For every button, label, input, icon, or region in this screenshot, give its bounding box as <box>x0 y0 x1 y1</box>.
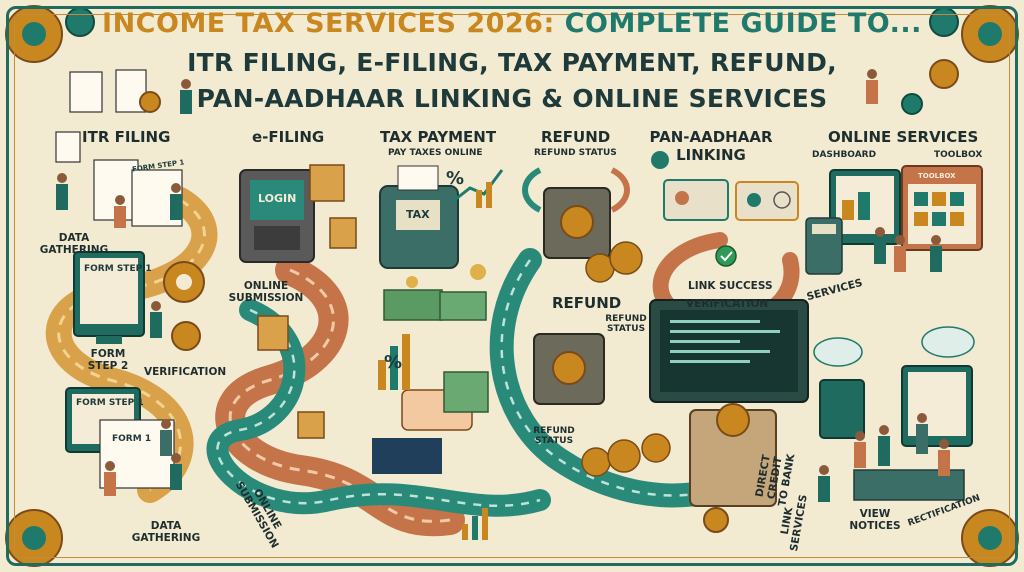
money-bags-low <box>581 433 671 477</box>
screen-toolbox: TOOLBOX <box>918 172 956 180</box>
label-link-success: LINK SUCCESS <box>688 280 773 292</box>
section-tax-payment: TAX PAYMENT <box>380 128 497 146</box>
section-itr-filing: ITR FILING <box>82 128 171 146</box>
screen-tax: TAX <box>406 208 430 221</box>
label-refund-status-mid-line-1: REFUND <box>605 314 647 324</box>
pan-card <box>663 179 729 221</box>
monitor-form-step-1-mid <box>73 251 145 344</box>
growth-chart-left <box>378 334 488 540</box>
section-pan-aadhaar-line-2: LINKING <box>676 146 746 164</box>
label-refund-status-mid-line-2: STATUS <box>606 324 646 334</box>
page-title-line-2: ITR FILING, E-FILING, TAX PAYMENT, REFUN… <box>187 48 837 77</box>
label-data-gathering-bottom: DATA GATHERING <box>126 520 206 544</box>
refund-vault-mid <box>533 333 605 405</box>
people-figures <box>56 69 950 502</box>
label-refund-status-low-line-1: REFUND <box>533 426 575 436</box>
label-verification-right: VERIFICATION <box>686 298 769 310</box>
code-monitor <box>649 299 809 403</box>
screen-form-step-1-mid: FORM STEP 1 <box>84 264 152 274</box>
title-gold: INCOME TAX SERVICES 2026: <box>102 8 555 39</box>
label-data-gathering-bottom-line-1: DATA <box>150 520 182 532</box>
check-icon <box>715 245 737 267</box>
inner-frame <box>14 14 1010 558</box>
section-pan-aadhaar-line-1: PAN-AADHAAR <box>649 128 773 146</box>
label-form-step-2-line-1: FORM <box>90 348 126 360</box>
svg-text:%: % <box>446 168 464 189</box>
label-refund-status-mid: REFUND STATUS <box>596 314 656 334</box>
refund-vault-top <box>522 167 630 259</box>
calculator <box>805 217 843 275</box>
label-pay-taxes-online: PAY TAXES ONLINE <box>388 148 483 158</box>
section-refund: REFUND <box>541 128 611 146</box>
page-title-line-1: INCOME TAX SERVICES 2026: COMPLETE GUIDE… <box>0 8 1024 39</box>
label-refund-mid: REFUND <box>552 294 622 312</box>
tax-payment-machine <box>379 165 459 269</box>
label-data-gathering-top-line-1: DATA <box>58 232 90 244</box>
label-view-notices-line-1: VIEW <box>859 508 891 520</box>
label-refund-status-low-line-2: STATUS <box>534 436 574 446</box>
section-e-filing: e-FILING <box>252 128 325 146</box>
label-data-gathering-top: DATA GATHERING <box>34 232 114 256</box>
outer-frame <box>6 6 1018 566</box>
label-form-step-2: FORM STEP 2 <box>78 348 138 372</box>
screen-login: LOGIN <box>258 192 297 205</box>
label-online-submission-top-line-1: ONLINE <box>243 280 289 292</box>
screen-form-step-1-low: FORM STEP 1 <box>76 398 144 408</box>
label-view-notices-line-2: NOTICES <box>849 520 901 532</box>
label-form-step-2-line-2: STEP 2 <box>87 360 129 372</box>
section-pan-aadhaar: PAN-AADHAAR LINKING <box>646 128 776 164</box>
aadhaar-card <box>735 181 799 221</box>
section-online-services: ONLINE SERVICES <box>828 128 979 146</box>
svg-text:%: % <box>384 352 402 373</box>
label-online-submission-top-line-2: SUBMISSION <box>228 292 304 304</box>
growth-chart-top <box>451 169 504 208</box>
hand-with-cash <box>372 371 489 474</box>
label-toolbox: TOOLBOX <box>934 150 983 160</box>
atm-login-kiosk <box>239 169 315 263</box>
dashboard-screen <box>829 169 901 245</box>
cash-stack <box>383 264 487 321</box>
label-refund-status-low: REFUND STATUS <box>524 426 584 446</box>
percent-symbol: % % <box>384 168 464 373</box>
page-title-line-3: PAN-AADHAAR LINKING & ONLINE SERVICES <box>196 84 828 113</box>
label-dashboard: DASHBOARD <box>812 150 877 160</box>
folders <box>257 164 357 439</box>
cloud-icon <box>813 326 975 367</box>
toolbox-screen <box>901 165 983 251</box>
label-view-notices: VIEW NOTICES <box>840 508 910 532</box>
money-bags-top <box>585 241 643 283</box>
title-teal: COMPLETE GUIDE TO... <box>564 8 922 39</box>
label-data-gathering-bottom-line-2: GATHERING <box>131 532 201 544</box>
label-refund-status-top: REFUND STATUS <box>534 148 617 158</box>
label-online-submission-top: ONLINE SUBMISSION <box>226 280 306 304</box>
label-verification-left: VERIFICATION <box>144 366 227 378</box>
bank-vault-direct-credit <box>689 403 777 507</box>
screen-form-1: FORM 1 <box>112 434 152 444</box>
label-data-gathering-top-line-2: GATHERING <box>39 244 109 256</box>
